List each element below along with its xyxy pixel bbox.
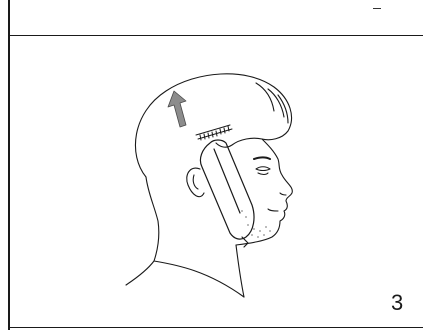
eye <box>256 167 270 171</box>
clipper <box>200 140 254 247</box>
eyebrow <box>254 158 270 160</box>
neck-back <box>146 177 159 261</box>
direction-arrow-icon <box>168 91 186 127</box>
clipper-blade-teeth <box>196 125 232 140</box>
previous-panel-dash <box>373 8 381 9</box>
hair-clipper-illustration <box>118 65 318 305</box>
panel-top-divider <box>8 35 423 36</box>
shoulder-line <box>126 261 154 285</box>
panel-bottom-rule <box>8 327 423 328</box>
face-profile <box>236 139 292 245</box>
beard-stubble <box>241 210 270 237</box>
figure-number: 3 <box>391 290 403 316</box>
neck-front <box>236 245 244 297</box>
left-border-rule <box>8 0 10 330</box>
ear <box>187 168 204 197</box>
